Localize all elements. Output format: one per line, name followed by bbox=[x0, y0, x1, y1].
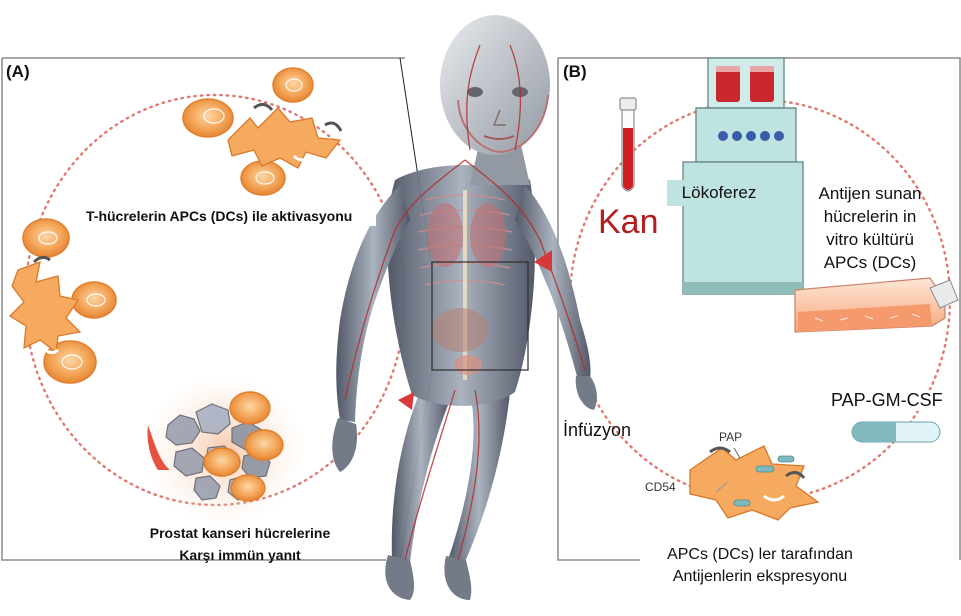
response-label-line1: Prostat kanseri hücrelerine bbox=[149, 525, 331, 541]
blood-tube-icon bbox=[619, 97, 637, 192]
culture-label-line2: hücrelerin in bbox=[823, 207, 917, 226]
pap-leader-line bbox=[733, 447, 741, 459]
tumor-cluster-icon bbox=[145, 375, 305, 525]
panel-b-letter: (B) bbox=[563, 62, 587, 81]
zoom-box bbox=[431, 261, 529, 371]
cd54-tag: CD54 bbox=[645, 480, 676, 494]
machine-label: Lökoferez bbox=[667, 180, 771, 206]
human-body-icon bbox=[332, 15, 597, 600]
panel-a-letter: (A) bbox=[6, 62, 30, 81]
culture-flask-icon bbox=[794, 277, 959, 333]
culture-label-line1: Antijen sunan bbox=[818, 184, 922, 203]
t-cell-icon bbox=[182, 67, 314, 196]
expression-label-line2: Antijenlerin ekspresyonu bbox=[672, 568, 848, 585]
expression-label-line1: APCs (DCs) ler tarafından bbox=[667, 546, 853, 563]
pap-tag: PAP bbox=[719, 430, 743, 444]
panel-b-frame bbox=[557, 57, 961, 561]
culture-label-line3: vitro kültürü bbox=[826, 230, 914, 249]
response-label-line2: Karşı immün yanıt bbox=[179, 547, 301, 563]
blood-label: Kan bbox=[598, 203, 659, 241]
infusion-label: İnfüzyon bbox=[563, 420, 632, 440]
drug-capsule-icon bbox=[851, 421, 941, 443]
activation-label: T-hücrelerin APCs (DCs) ile aktivasyonu bbox=[86, 206, 376, 226]
leukapheresis-machine-icon bbox=[682, 57, 804, 295]
panel-a-frame bbox=[1, 57, 405, 561]
dendritic-cell-icon bbox=[689, 445, 820, 521]
dendritic-cell-icon bbox=[8, 255, 82, 355]
drug-label: PAP-GM-CSF bbox=[828, 390, 946, 411]
culture-label-line4: APCs (DCs) bbox=[823, 253, 917, 272]
dendritic-cell-icon bbox=[227, 103, 343, 169]
